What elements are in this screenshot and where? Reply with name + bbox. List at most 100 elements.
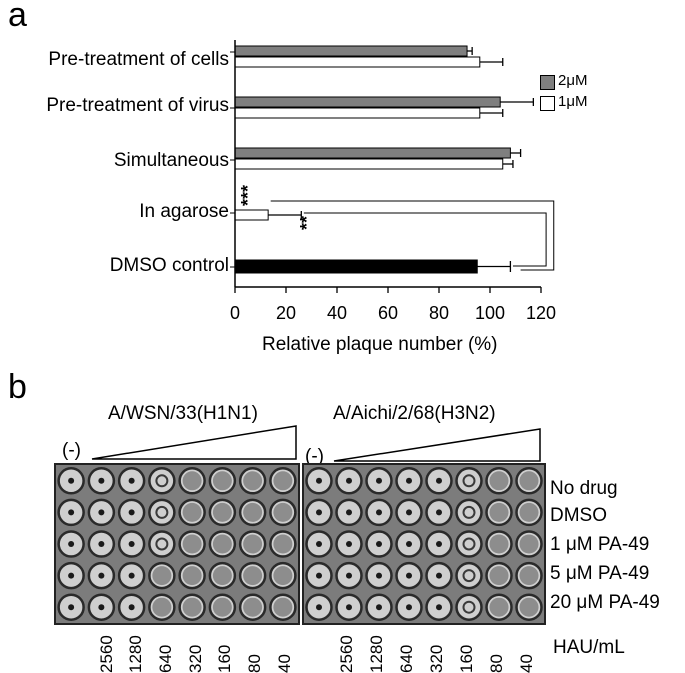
plate-wsn <box>54 463 300 625</box>
well <box>87 593 116 621</box>
well <box>515 467 543 495</box>
well <box>515 498 543 527</box>
column-label: 2560 <box>97 635 116 673</box>
well <box>425 530 453 558</box>
strain-label-aichi: A/Aichi/2/68(H3N2) <box>333 403 496 424</box>
category-label-pre-treatment-virus: Pre-treatment of virus <box>46 95 229 116</box>
well <box>57 561 85 590</box>
well <box>148 530 176 558</box>
well <box>425 561 453 590</box>
row-label-no-drug: No drug <box>550 478 618 499</box>
well <box>455 467 483 495</box>
well <box>208 561 237 590</box>
legend-label-1um: 1μM <box>558 93 588 110</box>
well <box>395 498 423 527</box>
well <box>117 467 146 495</box>
column-label: 160 <box>215 644 234 673</box>
well <box>117 561 146 590</box>
well <box>425 498 453 527</box>
plate-wells <box>305 467 543 621</box>
well <box>269 561 297 590</box>
x-tick-label: 40 <box>326 303 348 323</box>
negative-label-left: (-) <box>62 440 81 461</box>
significance-bracket-inner <box>303 212 547 267</box>
well <box>485 593 513 621</box>
well <box>395 467 423 495</box>
well <box>208 467 237 495</box>
well <box>178 561 206 590</box>
well <box>485 530 513 558</box>
bar-chart <box>230 40 555 293</box>
well <box>57 593 85 621</box>
well <box>335 467 363 495</box>
well <box>148 561 176 590</box>
x-axis-title: Relative plaque number (%) <box>262 334 498 355</box>
well <box>425 467 453 495</box>
plate-wells <box>57 467 297 621</box>
category-label-dmso-control: DMSO control <box>109 255 229 276</box>
well <box>455 593 483 621</box>
x-tick-label: 80 <box>428 303 450 323</box>
column-label: 640 <box>397 644 416 673</box>
well <box>117 593 146 621</box>
x-tick-label: 20 <box>275 303 297 323</box>
well <box>178 498 206 527</box>
well <box>455 498 483 527</box>
well <box>335 561 363 590</box>
column-label: 160 <box>457 644 476 673</box>
well <box>87 467 116 495</box>
strain-label-wsn: A/WSN/33(H1N1) <box>108 403 258 424</box>
column-label: 2560 <box>337 635 356 673</box>
well <box>117 498 146 527</box>
well <box>365 593 393 621</box>
panel-a-letter: a <box>8 0 27 34</box>
x-tick-label: 60 <box>377 303 399 323</box>
well <box>305 467 333 495</box>
legend-swatch-1um <box>540 96 555 111</box>
well <box>208 593 237 621</box>
row-label-5um-pa49: 5 μM PA-49 <box>550 563 650 584</box>
well <box>365 467 393 495</box>
column-label: 640 <box>156 644 175 673</box>
well <box>238 467 267 495</box>
column-label: 40 <box>517 654 536 673</box>
row-label-1um-pa49: 1 μM PA-49 <box>550 534 650 555</box>
well <box>87 530 116 558</box>
well <box>365 498 393 527</box>
column-label: 320 <box>186 644 205 673</box>
well <box>238 498 267 527</box>
well <box>208 530 237 558</box>
well <box>335 593 363 621</box>
well <box>269 498 297 527</box>
well <box>485 498 513 527</box>
column-label: 80 <box>487 654 506 673</box>
well <box>425 593 453 621</box>
well <box>238 593 267 621</box>
well <box>117 530 146 558</box>
well <box>57 467 85 495</box>
well <box>87 498 116 527</box>
well <box>365 530 393 558</box>
well <box>148 467 176 495</box>
well <box>485 561 513 590</box>
unit-label-hau: HAU/mL <box>553 637 625 658</box>
column-label: 320 <box>427 644 446 673</box>
category-label-pre-treatment-cells: Pre-treatment of cells <box>48 49 229 70</box>
well <box>305 593 333 621</box>
well <box>335 498 363 527</box>
row-label-20um-pa49: 20 μM PA-49 <box>550 592 660 613</box>
column-label: 40 <box>275 654 294 673</box>
well <box>395 530 423 558</box>
x-tick-label: 120 <box>525 303 557 323</box>
legend-swatch-2um <box>540 75 555 90</box>
column-label: 80 <box>245 654 264 673</box>
well <box>57 498 85 527</box>
well <box>395 561 423 590</box>
well <box>485 467 513 495</box>
well <box>148 498 176 527</box>
significance-bracket-outer <box>270 200 555 271</box>
plate-aichi <box>302 463 546 625</box>
category-label-in-agarose: In agarose <box>139 201 229 222</box>
column-label: 1280 <box>367 635 386 673</box>
well <box>178 530 206 558</box>
